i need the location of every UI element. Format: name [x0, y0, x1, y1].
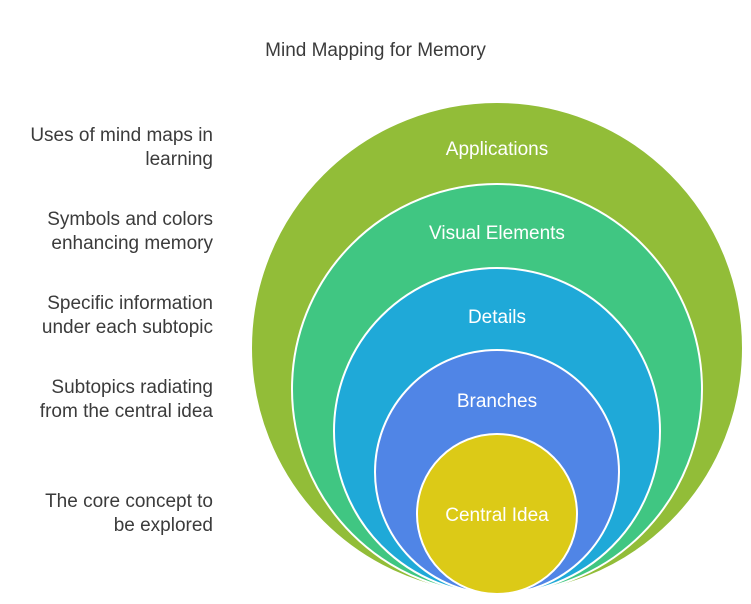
central-idea-description: The core concept to be explored [45, 491, 213, 536]
diagram-title: Mind Mapping for Memory [265, 40, 486, 61]
details-description: Specific information under each subtopic [41, 293, 213, 338]
visual-elements-description: Symbols and colors enhancing memory [47, 209, 213, 254]
central-idea-label: Central Idea [445, 505, 549, 526]
branches-description: Subtopics radiating from the central ide… [39, 377, 213, 422]
details-label: Details [468, 307, 526, 328]
applications-label: Applications [446, 139, 548, 160]
branches-label: Branches [457, 391, 537, 412]
applications-description: Uses of mind maps in learning [30, 125, 213, 170]
central-idea-circle [416, 433, 578, 595]
visual-elements-label: Visual Elements [429, 223, 565, 244]
